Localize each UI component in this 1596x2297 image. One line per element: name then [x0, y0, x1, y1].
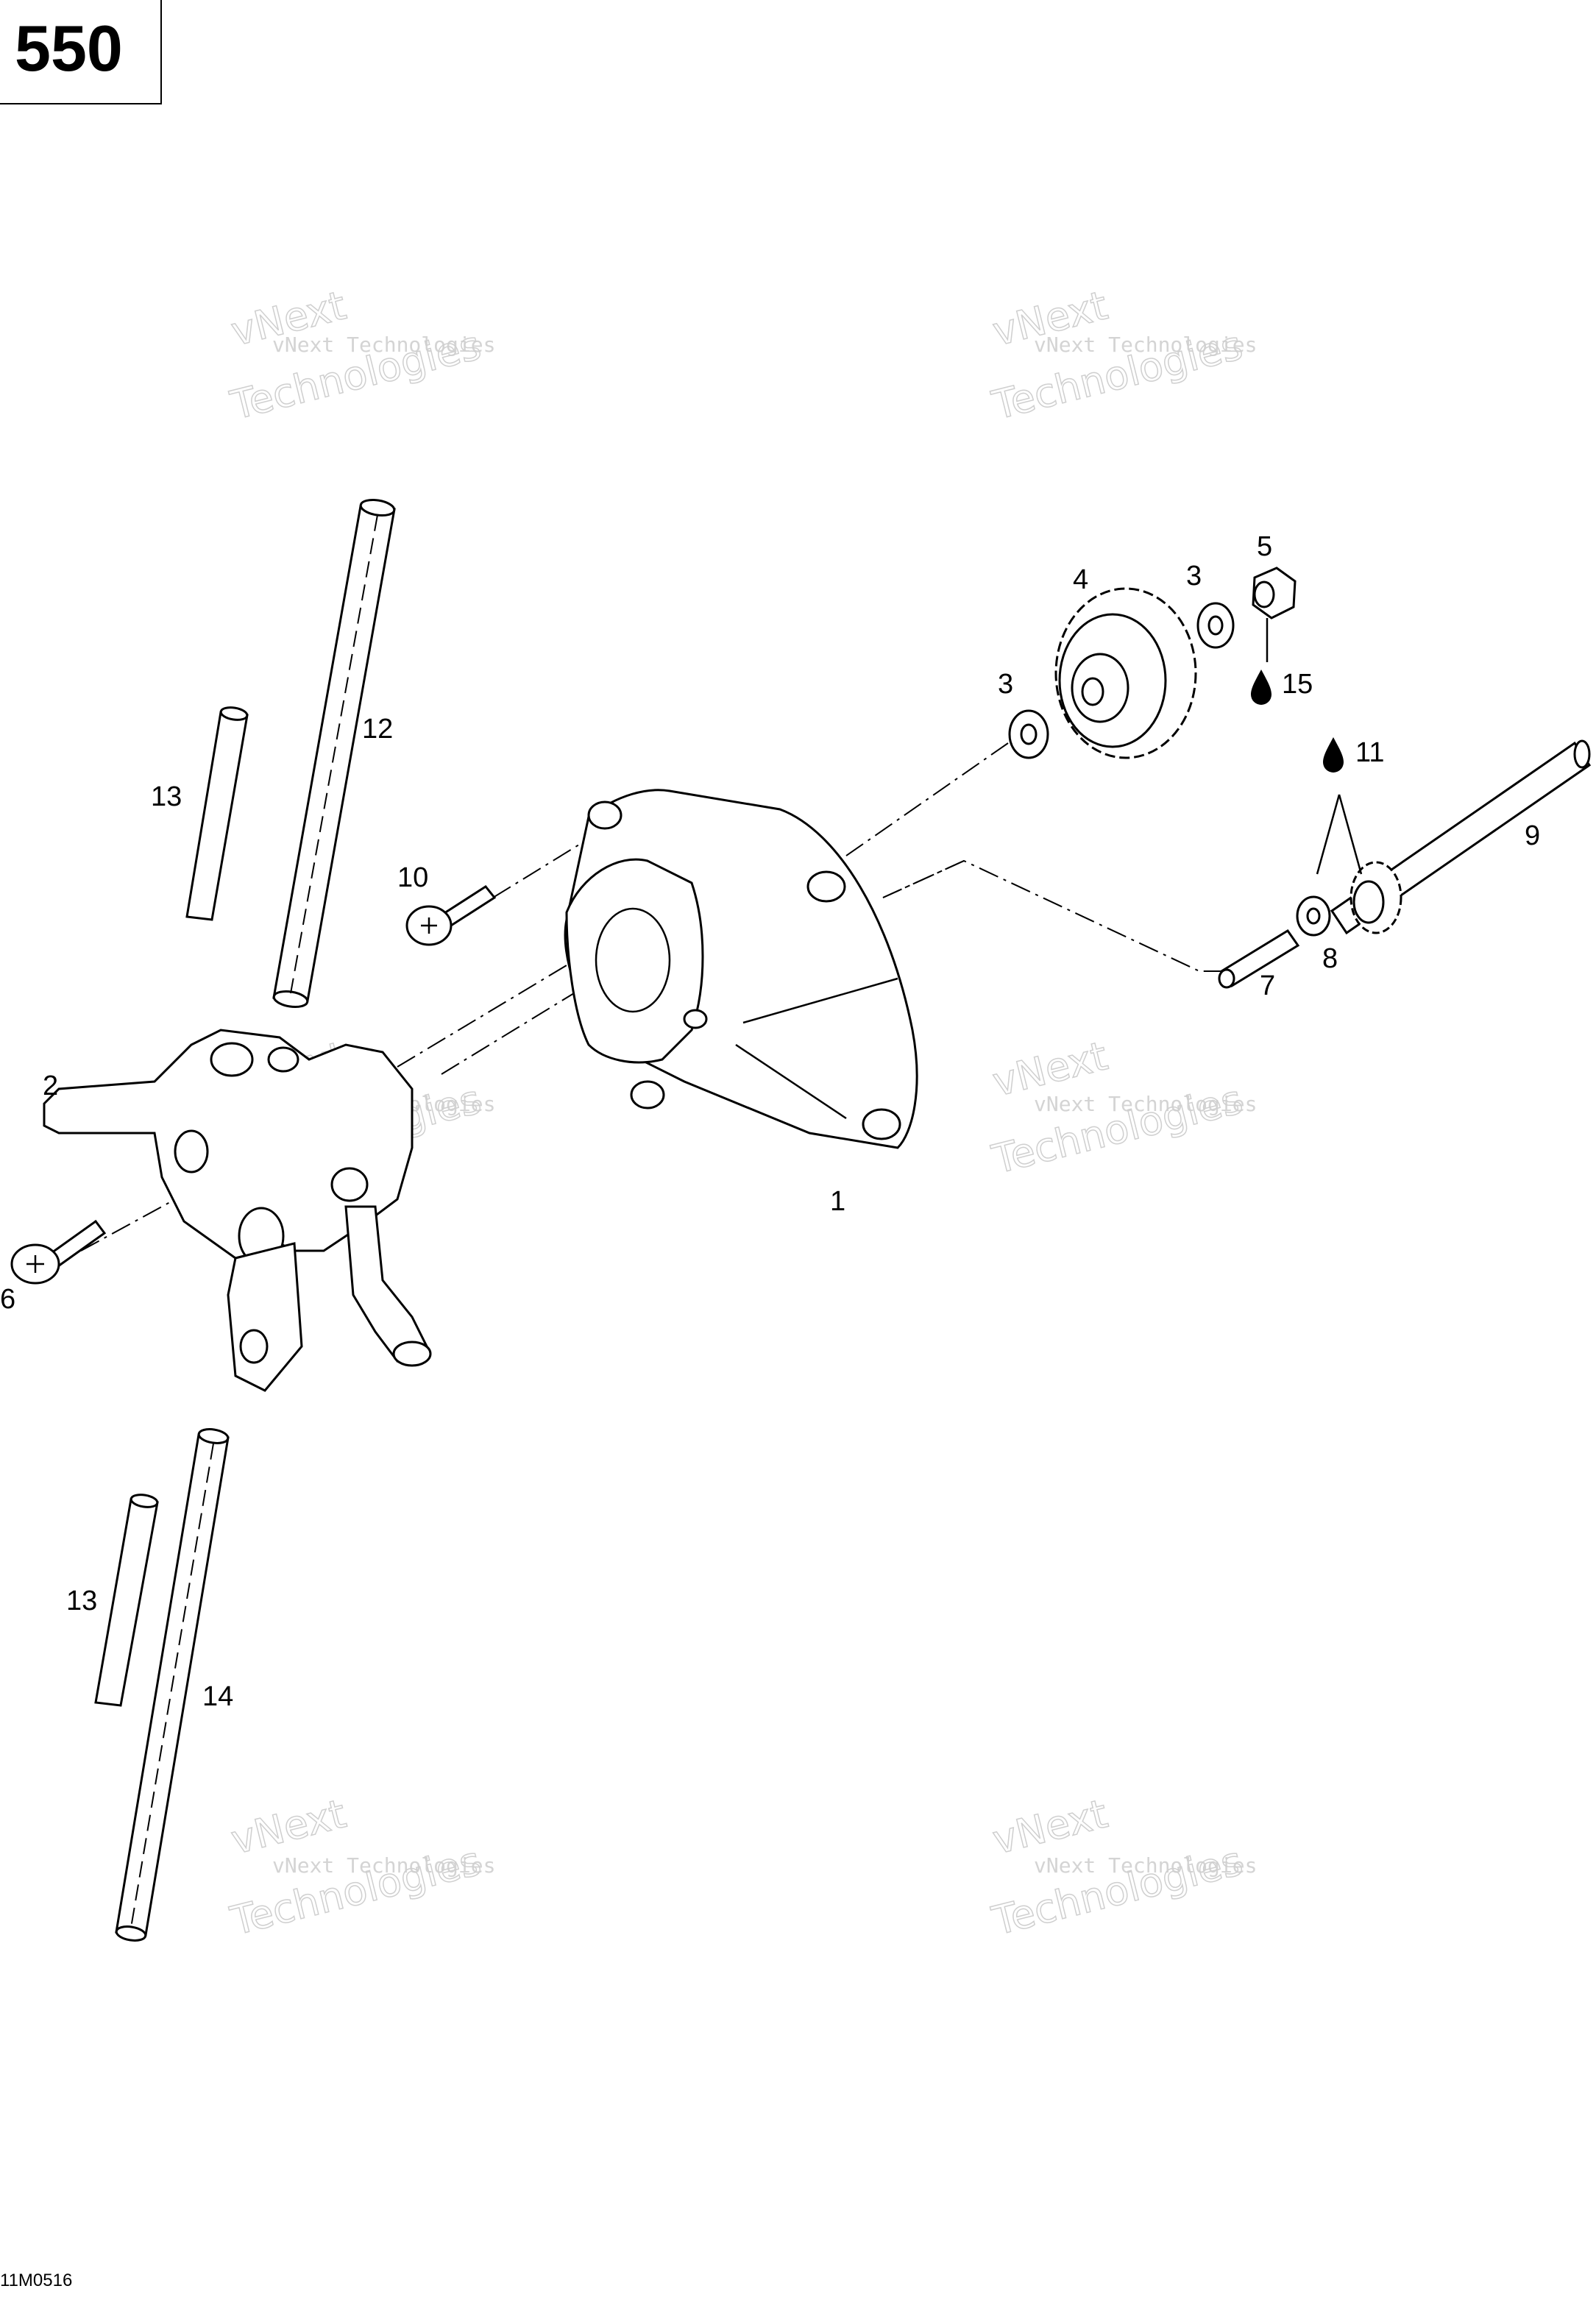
- pin-7: [1218, 929, 1300, 989]
- watermark-bottom-right: vNext vNext Technologies Technologies: [987, 1790, 1257, 1945]
- watermark-top-right: vNext vNext Technologies Technologies: [987, 282, 1257, 430]
- model-number: 550: [15, 12, 123, 85]
- pinion-11: [1349, 861, 1402, 934]
- callout-3-right: 3: [1186, 561, 1202, 592]
- oil-pump-2: [43, 1029, 432, 1392]
- callout-13-lower: 13: [66, 1586, 97, 1616]
- model-number-box: 550: [0, 0, 162, 104]
- callout-10: 10: [397, 862, 428, 893]
- oil-drop-icon: [1251, 670, 1272, 705]
- pump-housing-1: [564, 789, 918, 1149]
- callout-2: 2: [43, 1071, 58, 1101]
- callout-9: 9: [1525, 820, 1540, 851]
- callout-13-upper: 13: [151, 781, 182, 812]
- svg-text:vNext: vNext: [227, 1790, 350, 1863]
- svg-text:vNext Technologies: vNext Technologies: [272, 333, 495, 357]
- callout-1: 1: [830, 1186, 845, 1217]
- tube-14: [115, 1428, 230, 1942]
- callout-5: 5: [1257, 531, 1272, 562]
- svg-text:vNext Technologies: vNext Technologies: [1034, 1092, 1257, 1116]
- callout-11: 11: [1355, 737, 1384, 768]
- gear-4: [1054, 587, 1197, 759]
- screw-10: [405, 885, 497, 946]
- watermark-top-left: vNext vNext Technologies Technologies: [225, 282, 495, 430]
- svg-text:vNext Technologies: vNext Technologies: [1034, 1853, 1257, 1878]
- tube-12: [272, 498, 396, 1009]
- callout-3-left: 3: [998, 669, 1013, 700]
- oil-drop-icon: [1323, 737, 1344, 773]
- tube-13-upper: [185, 706, 249, 921]
- washer-3-left: [1008, 709, 1049, 759]
- callout-4: 4: [1073, 564, 1088, 595]
- callout-14: 14: [202, 1681, 233, 1712]
- callout-8: 8: [1322, 943, 1338, 974]
- tube-13-lower: [94, 1494, 159, 1707]
- watermark-bottom-left: vNext vNext Technologies Technologies: [225, 1790, 495, 1945]
- svg-text:vNext: vNext: [988, 1790, 1112, 1863]
- washer-3-right: [1196, 602, 1235, 649]
- leader-11: [1316, 794, 1363, 875]
- screw-6: [10, 1219, 107, 1285]
- callout-7: 7: [1260, 970, 1275, 1001]
- watermark-mid-right: vNext vNext Technologies Technologies: [987, 1032, 1257, 1184]
- nut-5: [1252, 567, 1297, 619]
- svg-text:vNext Technologies: vNext Technologies: [272, 1853, 495, 1878]
- callout-12: 12: [362, 714, 393, 745]
- svg-text:vNext Technologies: vNext Technologies: [1034, 333, 1257, 357]
- figure-code: 11M0516: [0, 2271, 73, 2290]
- callout-6: 6: [0, 1284, 15, 1315]
- washer-8: [1296, 895, 1331, 937]
- callout-15: 15: [1282, 669, 1313, 700]
